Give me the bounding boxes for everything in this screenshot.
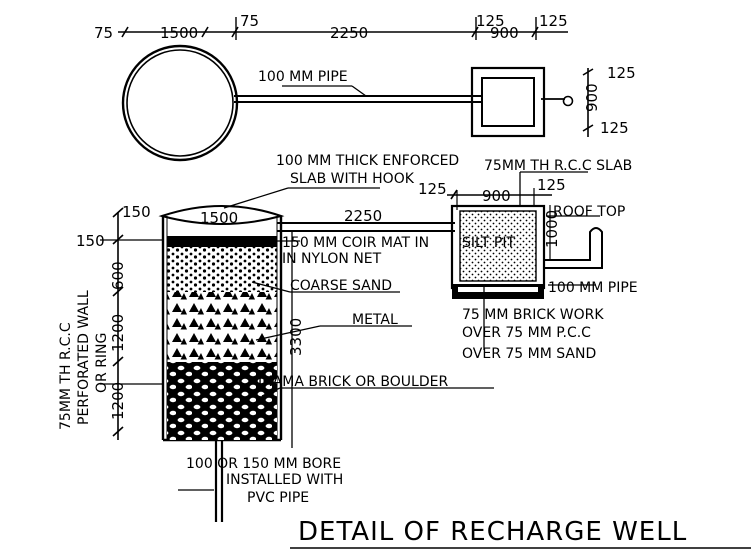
leader-line [351,85,367,97]
dim-125-section-left: 125 [418,180,447,198]
dim-900-section: 900 [482,187,511,205]
leader-jhama [261,387,281,397]
dim-tick [112,286,124,297]
slab-label-line2: SLAB WITH HOOK [290,171,415,187]
coir-mat-layer [167,236,277,247]
plan-view: 75 1500 75 2250 125 900 125 100 MM PIPE … [94,12,636,162]
boulder-layer [167,362,277,440]
bore-label-line1: 100 OR 150 MM BORE [186,456,341,472]
rcc-slab-label: 75MM TH R.C.C SLAB [484,158,632,174]
dim-1200-vertical-b: 1200 [109,382,127,420]
dim-900-vertical: 900 [583,83,601,112]
dim-1200-vertical-a: 1200 [109,314,127,352]
dim-tick [112,207,124,218]
metal-label: METAL [352,312,398,328]
dim-tick [582,124,594,132]
roof-top-label: ROOF TOP [553,204,625,220]
jhama-label: JHAMA BRICK OR BOULDER [257,374,448,390]
slab-label-line1: 100 MM THICK ENFORCED [276,153,459,169]
dim-125-section-right: 125 [537,176,566,194]
coir-label-line2: IN NYLON NET [282,251,382,267]
dim-tick [201,26,209,38]
silt-pit-section-fill [459,210,537,282]
dim-75-left: 75 [94,24,113,42]
bore-label-line2: INSTALLED WITH [226,472,343,488]
silt-pit-outer [470,66,546,138]
dim-150-side: 150 [76,232,105,250]
dim-600-vertical: 600 [109,261,127,290]
plan-outlet-end [562,95,574,107]
dim-tick [121,26,129,38]
coarse-sand-label: COARSE SAND [290,278,392,294]
dim-900: 900 [490,24,519,42]
leader-slab [223,187,289,209]
dim-125-bottom: 125 [600,119,629,137]
dim-1500-section: 1500 [200,209,238,227]
bore-label-line3: PVC PIPE [247,490,309,506]
dim-tick [471,26,479,38]
silt-pit-base-stripe [458,287,538,292]
leader-sand [251,281,291,293]
well-circle-inner [126,49,234,157]
dim-1000-vertical: 1000 [543,210,561,248]
dim-75-mid: 75 [240,12,259,30]
plan-pipe-label: 100 MM PIPE [258,69,348,85]
section-view: 1500 2250 125 900 125 1000 [58,153,638,522]
dim-125-top: 125 [607,64,636,82]
leader-metal [255,325,321,341]
brick-work-line2: OVER 75 MM P.C.C [462,325,591,341]
dim-3300-vertical: 3300 [287,318,305,356]
metal-layer [167,292,277,362]
brick-work-line1: 75 MM BRICK WORK [462,307,604,323]
coir-label-line1: 150 MM COIR MAT IN [282,235,429,251]
brick-work-line3: OVER 75 MM SAND [462,346,596,362]
dim-150-top: 150 [122,203,151,221]
dim-1500: 1500 [160,24,198,42]
wall-label-line3: OR RING [94,333,110,393]
dim-tick [531,26,539,38]
wall-label-line1: 75MM TH R.C.C [58,322,74,430]
dim-2250: 2250 [330,24,368,42]
well-circle-outer [121,44,239,162]
coarse-sand-layer [167,247,277,292]
dim-tick [112,426,124,437]
roof-pipe [544,227,603,269]
silt-pit-label: SILT PIT [462,235,515,251]
dim-125-b: 125 [539,12,568,30]
dim-125-a: 125 [476,12,505,30]
section-pipe-label: 100 MM PIPE [548,280,638,296]
dim-tick [450,189,458,200]
dim-tick [582,68,594,76]
dim-tick [112,356,124,367]
dim-2250-section: 2250 [344,207,382,225]
silt-pit-inner [481,77,535,127]
wall-label-line2: PERFORATED WALL [76,290,92,425]
drawing-title: DETAIL OF RECHARGE WELL [298,517,687,547]
dim-tick [231,26,239,38]
